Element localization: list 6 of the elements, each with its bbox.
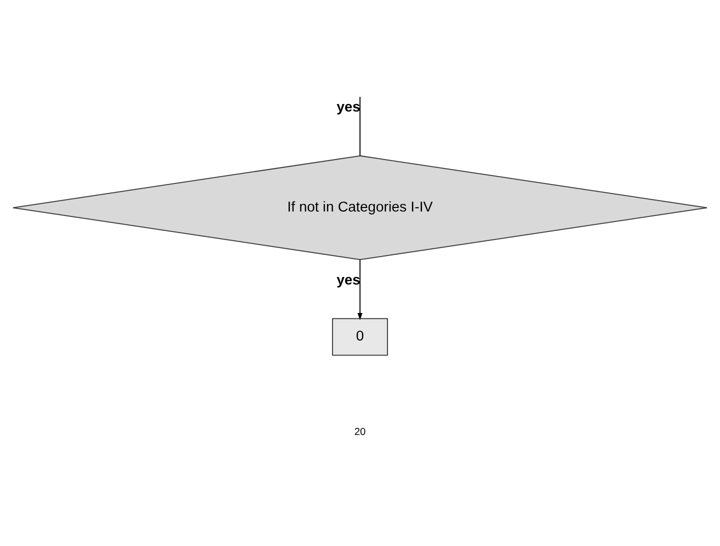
arrow [358, 259, 362, 320]
node-diamond: If not in Categories I-IV [12, 154, 708, 260]
node-box: 0 [332, 318, 388, 356]
edge-label: yes [336, 99, 360, 116]
edge-label: yes [336, 272, 360, 288]
label: 20 [354, 426, 366, 438]
